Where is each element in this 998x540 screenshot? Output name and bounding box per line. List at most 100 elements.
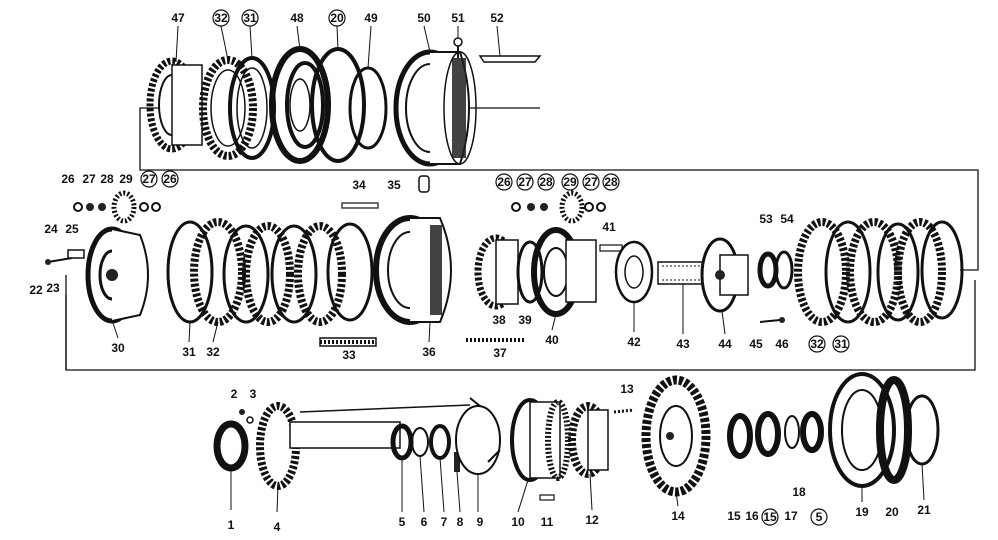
part-51-bolt [453, 37, 463, 58]
callout-25: 25 [65, 222, 79, 236]
callout-49-text: 49 [364, 11, 378, 25]
callout-43-text: 43 [676, 337, 690, 351]
callout-41: 41 [602, 220, 616, 234]
part-11-pin [539, 494, 555, 501]
part-35-pin [418, 175, 430, 193]
callout-42-text: 42 [627, 335, 641, 349]
part-53-54-bearing [757, 250, 794, 290]
callout-29-circled: 29 [561, 173, 579, 191]
callout-13-text: 13 [620, 382, 634, 396]
callout-20-circled: 20 [328, 9, 346, 27]
callout-46: 46 [775, 337, 789, 351]
callout-10: 10 [511, 515, 525, 529]
part-39-ring [516, 240, 544, 304]
callout-20-text: 20 [885, 505, 899, 519]
callout-26-circled: 26 [161, 170, 179, 188]
part-44-flange [700, 237, 749, 313]
callout-12: 12 [585, 513, 599, 527]
callout-29-text: 29 [119, 172, 133, 186]
callout-44: 44 [718, 337, 732, 351]
callout-15-circled: 15 [761, 508, 779, 526]
part-4-input-shaft-gear [256, 402, 471, 490]
callout-35: 35 [387, 178, 401, 192]
callout-34: 34 [352, 178, 366, 192]
callout-27-text: 27 [142, 172, 156, 186]
callout-45: 45 [749, 337, 763, 351]
callout-5-text: 5 [399, 515, 406, 529]
callout-28-text: 28 [100, 172, 114, 186]
callout-22: 22 [29, 283, 43, 297]
callout-26-text: 26 [497, 175, 511, 189]
part-49-seal-ring [348, 66, 388, 150]
callout-3-text: 3 [250, 387, 257, 401]
callout-31: 31 [182, 345, 196, 359]
callout-31-circled-b: 31 [832, 335, 850, 353]
part-26-29-small-gear-left [73, 190, 161, 224]
callout-15-text: 15 [763, 510, 777, 524]
callout-53: 53 [759, 212, 773, 226]
callout-5-text: 5 [816, 510, 823, 524]
callout-7-text: 7 [441, 515, 448, 529]
callout-40: 40 [545, 333, 559, 347]
callout-27-circled: 27 [140, 170, 158, 188]
callout-33: 33 [342, 348, 356, 362]
callout-4-text: 4 [274, 520, 281, 534]
callout-12-text: 12 [585, 513, 599, 527]
callout-1: 1 [228, 518, 235, 532]
part-20-seal-ring-top [310, 47, 366, 163]
part-26-29-small-gear-right [511, 190, 606, 224]
callout-16: 16 [745, 509, 759, 523]
part-34-pin [341, 202, 379, 209]
callout-32-circled-b: 32 [808, 335, 826, 353]
callout-11: 11 [541, 515, 554, 529]
callout-21-text: 21 [917, 503, 931, 517]
callout-5-circled: 5 [810, 508, 828, 526]
part-50-clutch-drum [393, 49, 477, 167]
callout-42: 42 [627, 335, 641, 349]
callout-50: 50 [417, 11, 431, 25]
callout-32-text: 32 [206, 345, 220, 359]
callout-17-text: 17 [784, 509, 798, 523]
callout-22-text: 22 [29, 283, 43, 297]
callout-6: 6 [421, 515, 428, 529]
callout-5: 5 [399, 515, 406, 529]
callout-23-text: 23 [46, 281, 60, 295]
callout-39-text: 39 [518, 313, 532, 327]
callout-43: 43 [676, 337, 690, 351]
callout-2-text: 2 [231, 387, 238, 401]
part-10-drum [510, 398, 571, 482]
callout-20: 20 [885, 505, 899, 519]
callout-53-text: 53 [759, 212, 773, 226]
clutch-pack-31-32 [166, 218, 374, 326]
callout-24: 24 [44, 222, 58, 236]
part-38-sun-gear [474, 234, 519, 310]
callout-26-text: 26 [61, 172, 75, 186]
callout-48: 48 [290, 11, 304, 25]
callout-8-text: 8 [457, 515, 464, 529]
callout-28-text: 28 [539, 175, 553, 189]
callout-32-text: 32 [810, 337, 824, 351]
part-22-25-screws [45, 249, 85, 265]
callout-11-text: 11 [541, 515, 554, 529]
callout-27-circled-b: 27 [516, 173, 534, 191]
part-14-large-gear [641, 375, 711, 497]
callout-47-text: 47 [171, 11, 185, 25]
callout-36-text: 36 [422, 345, 436, 359]
callout-27-circled-c: 27 [582, 173, 600, 191]
callout-45-text: 45 [749, 337, 763, 351]
callout-15: 15 [727, 509, 741, 523]
callout-35-text: 35 [387, 178, 401, 192]
part-40-planet-carrier [531, 227, 597, 317]
callout-18: 18 [792, 485, 806, 499]
callout-17: 17 [784, 509, 798, 523]
callout-37-text: 37 [493, 346, 507, 360]
callout-31-text: 31 [243, 11, 257, 25]
callout-26-text: 26 [163, 172, 177, 186]
part-45-46-bolt [759, 317, 785, 323]
callout-19: 19 [855, 505, 869, 519]
callout-8: 8 [457, 515, 464, 529]
callout-48-text: 48 [290, 11, 304, 25]
callout-27-text: 27 [82, 172, 96, 186]
callout-41-text: 41 [602, 220, 616, 234]
